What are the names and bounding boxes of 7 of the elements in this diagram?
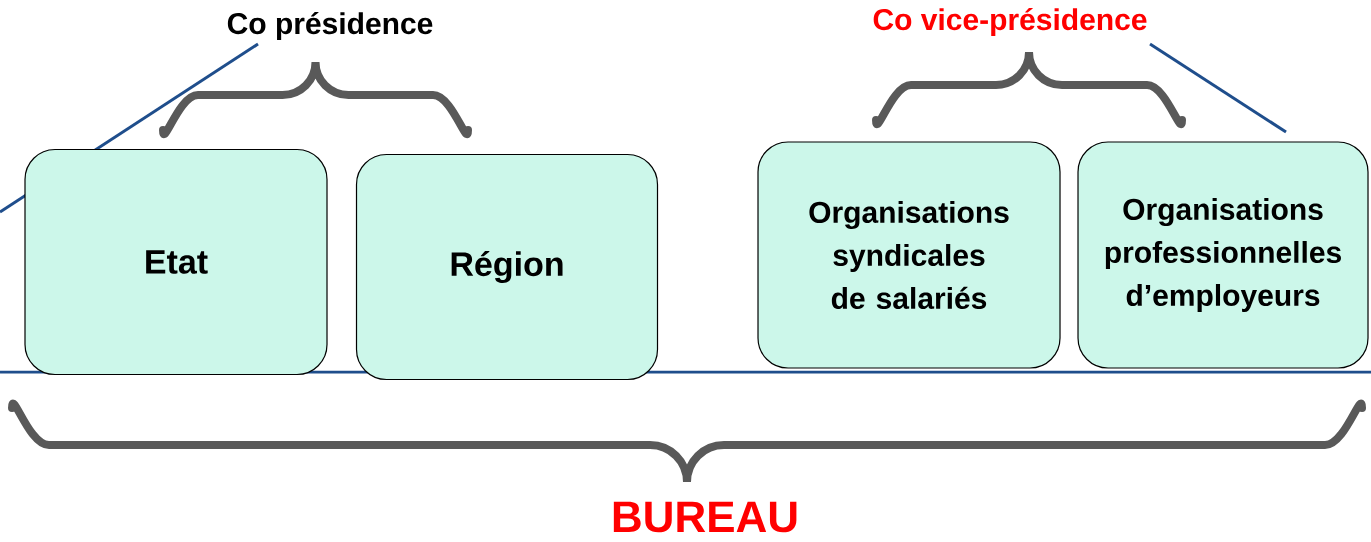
heading: Co présidence [224,9,436,43]
rounded-box: Etat [24,148,328,376]
heading: Co vice-présidence [870,5,1150,39]
rounded-box: Région [355,153,659,381]
heading: BUREAU [608,499,802,535]
rounded-box: Organisations professionnelles d’employeurs [1077,141,1369,369]
rounded-box: Organisations syndicales de salariés [757,141,1061,369]
